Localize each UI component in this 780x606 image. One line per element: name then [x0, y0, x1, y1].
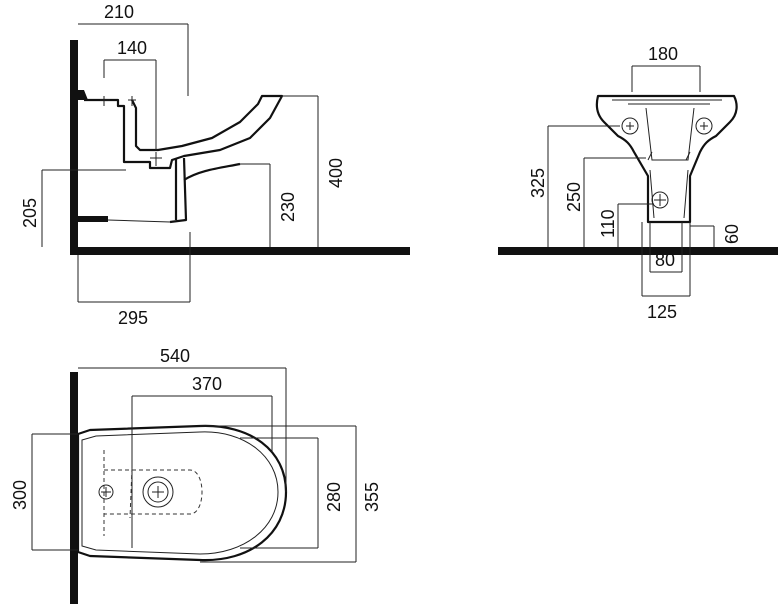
front-floor [498, 247, 778, 255]
side-wall [70, 40, 78, 255]
side-view: 210 140 205 230 400 295 [20, 2, 410, 328]
pedestal-inner [649, 169, 689, 219]
dim-400: 400 [326, 158, 346, 188]
dim-180: 180 [648, 44, 678, 64]
plan-inner-rim [81, 431, 279, 555]
dim-80: 80 [655, 250, 675, 270]
dim-300: 300 [10, 480, 30, 510]
fixing-hole-right [695, 117, 713, 135]
dim-110: 110 [598, 209, 618, 238]
fixing-hole-left [621, 117, 639, 135]
dim-250: 250 [564, 182, 584, 212]
tap-cross [101, 487, 111, 497]
plan-outline [76, 424, 288, 562]
pedestal-front [169, 157, 188, 224]
waste-mark [150, 152, 162, 166]
front-inner [645, 107, 695, 161]
dim-205: 205 [20, 198, 40, 228]
inlet-marks-front [647, 151, 691, 161]
fixing-crosses [626, 122, 708, 130]
dim-280: 280 [324, 482, 344, 512]
top-view: 540 370 300 280 355 [10, 346, 382, 604]
dim-325: 325 [528, 168, 548, 198]
front-outline [595, 94, 738, 224]
dim-370: 370 [192, 374, 222, 394]
waste-cross-front [654, 194, 666, 206]
dim-210: 210 [104, 2, 134, 22]
waste-ring-inner [147, 481, 169, 503]
waste-ring-outer [142, 476, 174, 508]
plan-hidden-lines [103, 450, 203, 536]
rim-lines [612, 99, 722, 105]
front-view: 180 325 250 110 60 80 125 [498, 44, 778, 322]
dim-540: 540 [160, 346, 190, 366]
waste-hole-front [651, 191, 669, 209]
wall-bracket [78, 90, 88, 100]
waste-cross-top [152, 486, 164, 498]
tap-hole [98, 484, 114, 500]
dim-230: 230 [278, 192, 298, 222]
dim-60: 60 [722, 224, 742, 244]
pedestal-curve [183, 162, 241, 181]
dim-355: 355 [362, 482, 382, 512]
bowl-profile [84, 94, 284, 170]
dim-125: 125 [647, 302, 677, 322]
top-wall [70, 372, 78, 604]
dim-295: 295 [118, 308, 148, 328]
dim-140: 140 [117, 38, 147, 58]
inlet-marks [100, 96, 136, 106]
side-floor [70, 247, 410, 255]
floor-pipe [78, 216, 108, 222]
floor-pipe-line [107, 219, 171, 223]
